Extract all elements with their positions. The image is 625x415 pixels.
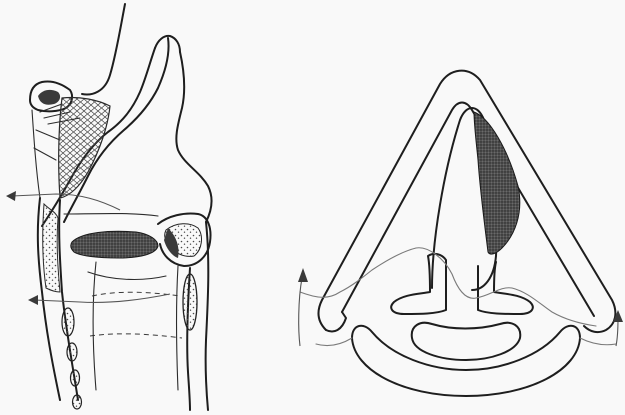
posterior-mucosa-line [316, 338, 616, 346]
tracheal-ring-3 [73, 395, 82, 409]
tracheal-ring-2 [71, 370, 80, 386]
thyroid-cartilage-outline [176, 52, 211, 222]
tracheal-lumen-front [93, 262, 96, 390]
cricoid-ring [62, 308, 74, 336]
sagittal-panel [6, 4, 212, 410]
tracheal-ring-1 [67, 343, 77, 361]
upper-arrow [6, 191, 120, 210]
thyroid-inner-contour [342, 103, 594, 317]
lower-arrow [28, 294, 170, 305]
posterior-wall-outer [206, 222, 209, 410]
thyroid-cartilage-stipple [43, 204, 60, 292]
left-arytenoid [391, 254, 446, 314]
hyoid-shading [38, 90, 60, 105]
subglottic-line [88, 272, 166, 279]
cricoid-arch-inner [412, 323, 521, 360]
cricoid-lamina [183, 274, 197, 330]
vocal-fold [71, 231, 158, 258]
thyrohyoid-membrane-line [32, 110, 40, 198]
ventricle-line [64, 214, 158, 217]
thyroid-left-ala-inner [326, 312, 346, 332]
tracheal-lumen-back [177, 266, 179, 390]
left-up-arrow [298, 268, 308, 346]
superior-view-panel [298, 71, 623, 396]
epiglottis-free-edge [82, 4, 125, 94]
cricoid-dashed-2 [90, 334, 182, 338]
